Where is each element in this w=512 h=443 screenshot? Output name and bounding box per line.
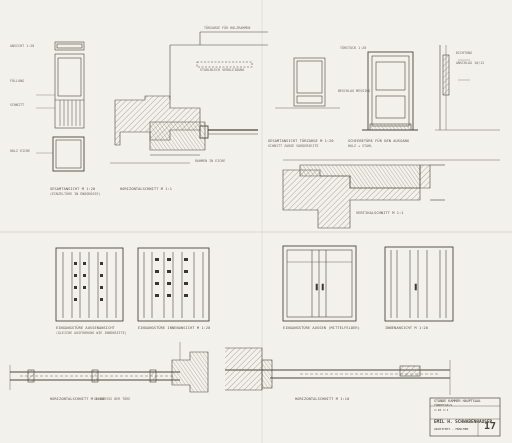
door-elevation-1	[55, 247, 124, 322]
annotation-left-3: SCHNITT	[10, 103, 25, 107]
caption-mid-detail: VERTIKALSCHNITT M 1:1	[356, 211, 404, 215]
title-line-3: 1:10 1:1	[434, 408, 449, 412]
annotation-top-header: TÜRZARGE FÜR HOLZRAHMEN	[204, 26, 251, 30]
caption-door-3: EINGANGSTÜRE AUSSEN (MITTELFELDER)	[283, 326, 360, 330]
caption-section-1: HORIZONTALSCHNITT M 1:10	[50, 397, 105, 401]
caption-door-1: EINGANGSTÜRE AUSSENANSICHT	[56, 326, 115, 330]
annotation-left-4: HOLZ EICHE	[10, 149, 31, 153]
title-block-frame	[429, 397, 501, 437]
annotation-left-1: ANSICHT 1:20	[10, 44, 35, 48]
annotation-right-note-2: ANSCHLAG 10/12	[456, 61, 485, 65]
door-elevation-4	[384, 246, 454, 322]
title-firm: EMIL H. SCHWABENHAUSER	[434, 420, 493, 425]
caption-detail-top: HORIZONTALSCHNITT M 1:1	[120, 187, 173, 191]
door-elevation-3	[282, 245, 357, 322]
annotation-right-note-1: DICHTUNG	[456, 51, 473, 55]
caption-right-sub: HOLZ + STAHL	[348, 144, 373, 148]
detail-horizontal-section	[110, 31, 268, 164]
door-elevation-2	[137, 247, 210, 322]
annotation-mid: RAHMEN IN EICHE	[195, 159, 226, 163]
right-door-elevation	[362, 45, 500, 131]
title-line-2: TÜRDETAILS	[434, 403, 453, 407]
annotation-left-2: FÜLLUNG	[10, 79, 25, 83]
title-line-1: STÄNDE KAMMER HAUPTSAAL	[434, 399, 481, 403]
center-window-elevation	[275, 57, 340, 109]
title-firm-sub: ARCHITEKT · MÜNCHEN	[434, 427, 469, 431]
caption-door-4: INNENANSICHT M 1:20	[385, 326, 429, 330]
caption-center-sub: SCHNITT ZARGE VORDERSEITE	[268, 144, 319, 148]
annotation-right-top-1: TÜRSTOCK 1:20	[340, 46, 367, 50]
caption-center: GESAMTANSICHT TÜRZARGE M 1:20	[268, 139, 334, 143]
left-door-elevation	[52, 41, 85, 172]
annotation-top-note: STAHLBLECH VERKLEIDUNG	[200, 68, 245, 72]
caption-section-2: HORIZONTALSCHNITT M 1:10	[295, 397, 350, 401]
caption-left-elevation: GESAMTANSICHT M 1:20	[50, 187, 96, 191]
caption-section-1-sub: GRUNDRISS DER TÜRE	[94, 397, 131, 401]
caption-door-1-sub: (GLEICHE AUSFÜHRUNG WIE INNENSEITE)	[56, 331, 127, 335]
caption-right: SCHIEBETÜRE FÜR DEN AUSGANG	[348, 139, 410, 143]
caption-door-2: EINGANGSTÜRE INNENANSICHT M 1:20	[138, 326, 211, 330]
annotation-right-top-2: BESCHLAG MESSING	[338, 89, 371, 93]
sheet-number: 17	[484, 421, 497, 432]
bottom-section-right	[225, 347, 451, 395]
caption-left-elevation-sub: (EINZELTÜRE IN ENDGRÖSSE)	[50, 192, 101, 196]
detail-vertical-section	[282, 159, 500, 229]
bottom-section-left	[9, 342, 209, 393]
